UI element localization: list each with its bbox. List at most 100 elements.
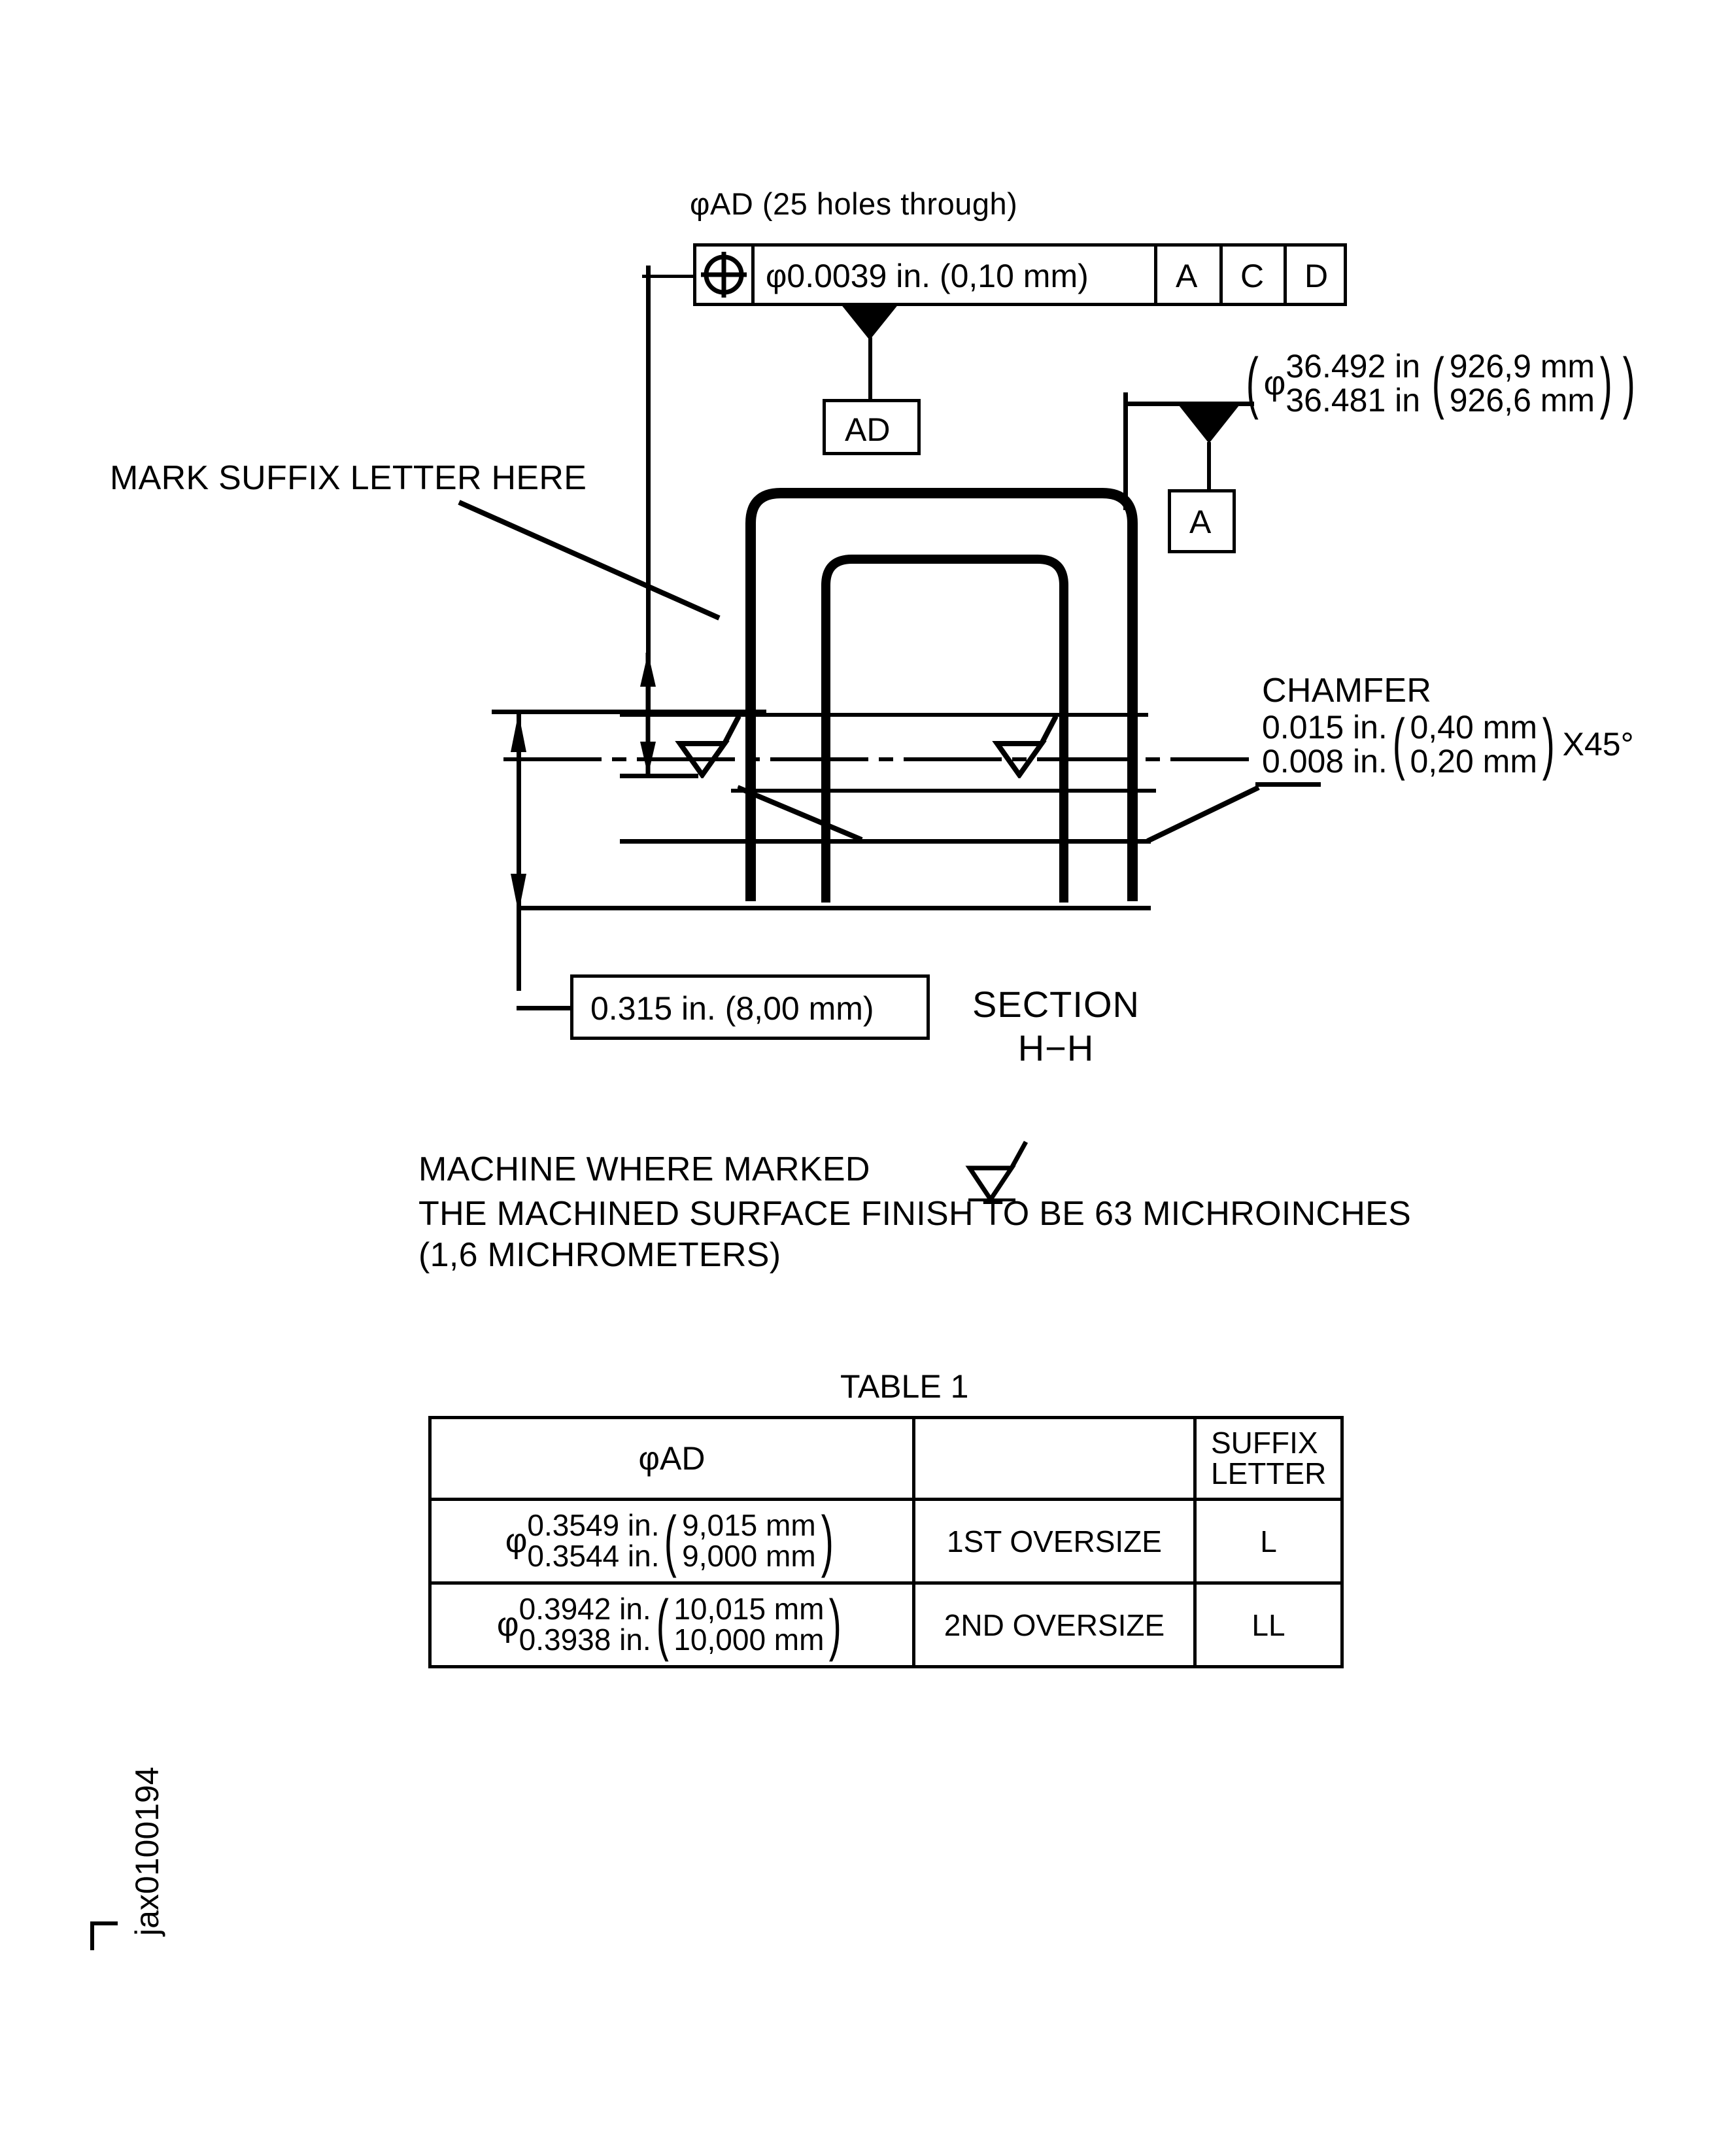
row-in-lower: 0.3544 in.	[527, 1539, 660, 1574]
row-close-paren: )	[829, 1586, 842, 1662]
row-mm-lower: 9,000 mm	[682, 1539, 816, 1574]
section-centerline	[503, 757, 1249, 761]
machine-note-line2: THE MACHINED SURFACE FINISH TO BE 63 MIC…	[418, 1195, 1412, 1233]
datum-ad-triangle-icon	[840, 303, 899, 340]
row-inch-stack: 0.3549 in. 0.3544 in.	[527, 1507, 660, 1574]
inner-extension-line	[646, 266, 651, 717]
datum-a-leader-line	[1123, 402, 1254, 406]
table-header-row: φAD SUFFIX LETTER	[428, 1416, 1344, 1501]
row-mm-upper: 9,015 mm	[682, 1507, 816, 1542]
table-header-description	[915, 1419, 1197, 1498]
outer-dimension-arrow-down	[511, 874, 526, 913]
outer-diameter-inch-stack: 36.492 in 36.481 in	[1285, 349, 1420, 417]
datum-ad-label: AD	[845, 411, 891, 448]
machine-note-line3: (1,6 MICHROMETERS)	[418, 1236, 781, 1274]
row-open-paren: (	[664, 1502, 677, 1579]
chamfer-leader-horizontal	[1255, 782, 1321, 787]
datum-a-extension-line	[1123, 392, 1128, 510]
fcf-tolerance-value: φ0.0039 in. (0,10 mm)	[766, 258, 1089, 294]
fcf-divider-3	[1219, 247, 1223, 303]
surface-finish-symbol-note-icon	[965, 1141, 1029, 1201]
close-paren-outer-mm: )	[1599, 345, 1612, 421]
table-cell-phi-ad: φ 0.3942 in. 0.3938 in. ( 10,015 mm 10,0…	[432, 1585, 915, 1665]
chamfer-mm-upper: 0,40 mm	[1410, 709, 1537, 746]
section-chamfer-bottom-line	[620, 839, 1151, 844]
machine-note-line1: MACHINE WHERE MARKED	[418, 1150, 870, 1188]
chamfer-leader-right	[1146, 785, 1260, 844]
fcf-divider-1	[751, 247, 755, 303]
row-mm-upper: 10,015 mm	[673, 1591, 825, 1626]
outer-diameter-mm-stack: 926,9 mm 926,6 mm	[1450, 349, 1595, 417]
chamfer-inch-stack: 0.015 in. 0.008 in.	[1262, 710, 1387, 778]
table-cell-description: 1ST OVERSIZE	[915, 1501, 1197, 1581]
section-inner-slot	[821, 555, 1068, 903]
row-mm-lower: 10,000 mm	[673, 1623, 825, 1657]
outer-diameter-mm-lower: 926,6 mm	[1449, 382, 1595, 419]
thickness-dim-elbow	[517, 1006, 575, 1010]
datum-a-box[interactable]: A	[1168, 489, 1236, 553]
table-row[interactable]: φ 0.3549 in. 0.3544 in. ( 9,015 mm 9,000…	[428, 1501, 1344, 1585]
table-title: TABLE 1	[840, 1368, 969, 1405]
row-description: 2ND OVERSIZE	[944, 1608, 1165, 1642]
section-upper-band-line	[620, 713, 1148, 717]
datum-a-triangle-icon	[1179, 405, 1239, 443]
section-subtitle: H−H	[1017, 1027, 1095, 1069]
inner-dimension-arrow-up	[640, 653, 656, 715]
outer-dimension-line	[517, 710, 521, 991]
thickness-dimension-box[interactable]: 0.315 in. (8,00 mm)	[570, 974, 930, 1040]
mark-suffix-leader-line	[458, 500, 721, 621]
outer-dim-top-extension	[492, 710, 766, 714]
chamfer-angle: X45°	[1562, 726, 1634, 763]
fcf-datum-a: A	[1176, 258, 1198, 294]
row-open-paren: (	[656, 1586, 669, 1662]
datum-a-label: A	[1189, 504, 1212, 540]
inner-dimension-tick	[620, 774, 698, 778]
figure-id-corner-tick-vertical	[90, 1921, 94, 1950]
outer-diameter-in-lower: 36.481 in	[1285, 382, 1421, 419]
row-inch-stack: 0.3942 in. 0.3938 in.	[519, 1591, 651, 1657]
row-suffix: LL	[1251, 1608, 1285, 1642]
table-row[interactable]: φ 0.3942 in. 0.3938 in. ( 10,015 mm 10,0…	[428, 1585, 1344, 1668]
fcf-datum-c: C	[1240, 258, 1265, 294]
table-1: φAD SUFFIX LETTER φ 0.3549 in. 0.3544 in…	[428, 1416, 1344, 1668]
row-in-upper: 0.3549 in.	[527, 1507, 660, 1542]
hole-note-label: φAD (25 holes through)	[690, 186, 1018, 221]
table-header-suffix-line1: SUFFIX	[1211, 1426, 1318, 1460]
row-mm-stack: 9,015 mm 9,000 mm	[682, 1507, 816, 1574]
outer-diameter-callout: ( φ 36.492 in 36.481 in ( 926,9 mm 926,6…	[1241, 349, 1640, 417]
chamfer-title: CHAMFER	[1262, 672, 1432, 710]
section-title: SECTION	[972, 984, 1140, 1025]
open-paren-outer: (	[1246, 345, 1259, 421]
inner-dimension-arrow	[640, 713, 656, 776]
chamfer-in-lower: 0.008 in.	[1262, 743, 1387, 780]
fcf-divider-4	[1284, 247, 1287, 303]
row-close-paren: )	[821, 1502, 834, 1579]
chamfer-mm-lower: 0,20 mm	[1410, 743, 1537, 780]
table-cell-phi-ad: φ 0.3549 in. 0.3544 in. ( 9,015 mm 9,000…	[432, 1501, 915, 1581]
chamfer-open-paren: (	[1392, 706, 1405, 782]
table-cell-suffix: L	[1197, 1501, 1340, 1581]
section-chamfer-top-line	[731, 789, 1156, 793]
position-tolerance-icon	[701, 252, 747, 298]
row-suffix: L	[1260, 1524, 1277, 1558]
figure-id-label: jax0100194	[129, 1766, 165, 1936]
surface-finish-symbol-right-icon	[992, 715, 1059, 778]
table-header-phi-ad-label: φAD	[638, 1440, 706, 1477]
close-paren-outer: )	[1622, 345, 1635, 421]
section-bottom-band-line	[517, 906, 1151, 910]
chamfer-close-paren: )	[1542, 706, 1555, 782]
datum-ad-box[interactable]: AD	[823, 399, 921, 455]
chamfer-mm-stack: 0,40 mm 0,20 mm	[1410, 710, 1537, 778]
row-diameter-symbol: φ	[496, 1606, 519, 1644]
row-description: 1ST OVERSIZE	[947, 1524, 1162, 1558]
row-in-upper: 0.3942 in.	[519, 1591, 651, 1626]
outer-dimension-arrow-up	[511, 713, 526, 752]
fcf-divider-2	[1154, 247, 1157, 303]
section-outer-profile	[745, 488, 1138, 901]
table-header-suffix-line2: LETTER	[1211, 1456, 1327, 1490]
datum-ad-stem	[868, 337, 872, 403]
feature-control-frame[interactable]: φ0.0039 in. (0,10 mm) A C D	[693, 243, 1347, 306]
fcf-leader-stub	[642, 275, 693, 278]
datum-a-stem	[1207, 442, 1211, 490]
row-diameter-symbol: φ	[505, 1522, 528, 1560]
